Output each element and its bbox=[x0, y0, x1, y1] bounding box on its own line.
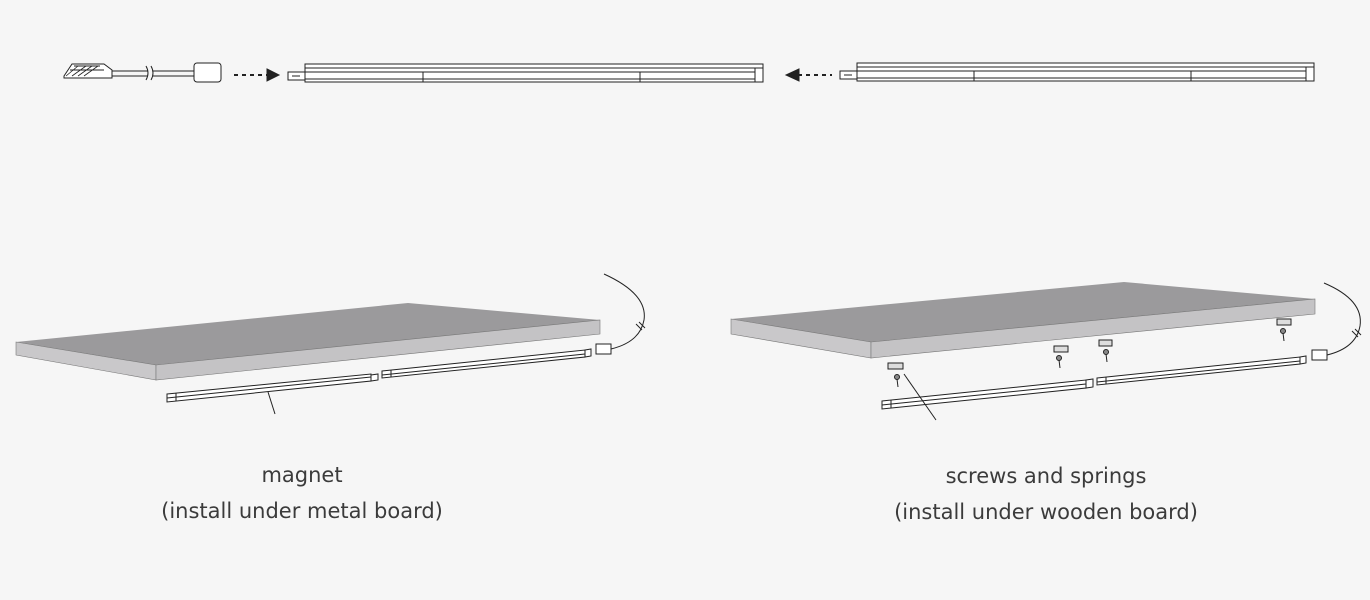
light-bar-2 bbox=[839, 62, 1315, 82]
spring-clips bbox=[887, 318, 1292, 370]
metal-board bbox=[15, 303, 601, 381]
top-connection-row bbox=[63, 62, 1315, 83]
wooden-board bbox=[730, 282, 1316, 359]
metal-board-illustration bbox=[15, 273, 646, 415]
light-bar-1 bbox=[287, 63, 764, 83]
right-caption-subtitle: (install under wooden board) bbox=[894, 500, 1198, 524]
screw-light-bars bbox=[881, 355, 1307, 421]
right-caption-title: screws and springs bbox=[945, 464, 1147, 488]
right-caption: screws and springs (install under wooden… bbox=[846, 458, 1246, 530]
left-caption-subtitle: (install under metal board) bbox=[161, 499, 443, 523]
right-cable bbox=[1311, 282, 1362, 361]
left-cable bbox=[595, 273, 646, 355]
left-caption: magnet (install under metal board) bbox=[102, 457, 502, 529]
wooden-board-illustration bbox=[730, 282, 1362, 421]
left-caption-title: magnet bbox=[261, 463, 343, 487]
arrow-left-icon bbox=[784, 68, 832, 82]
arrow-right-icon bbox=[234, 68, 281, 82]
magnet-light-bars bbox=[166, 348, 592, 415]
screw-icons bbox=[894, 328, 1286, 388]
power-plug bbox=[63, 62, 222, 83]
